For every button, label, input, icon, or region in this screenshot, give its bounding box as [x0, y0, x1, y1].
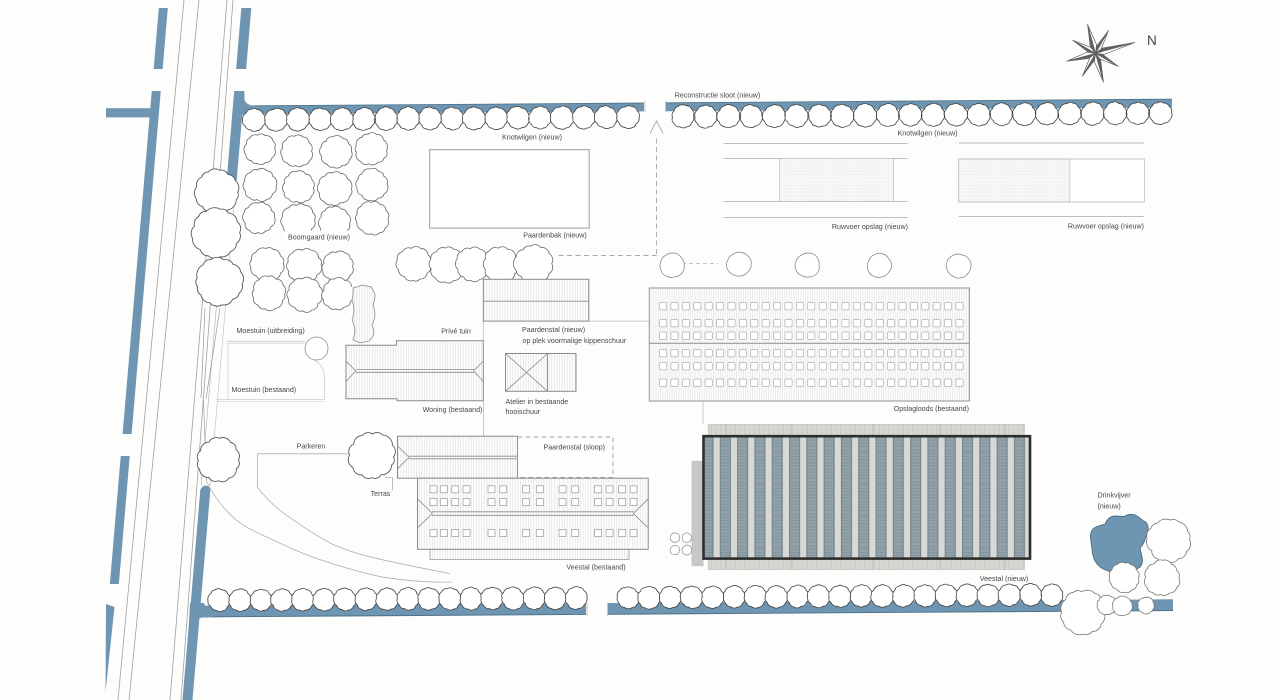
- svg-text:N: N: [1147, 33, 1157, 48]
- svg-text:Moestuin (uitbreiding): Moestuin (uitbreiding): [237, 327, 305, 335]
- svg-text:Opslagloods (bestaand): Opslagloods (bestaand): [894, 405, 969, 413]
- svg-text:Veestal (bestaand): Veestal (bestaand): [566, 564, 625, 572]
- svg-text:Paardenbak (nieuw): Paardenbak (nieuw): [523, 232, 587, 240]
- svg-text:op plek voormalige kippenschuu: op plek voormalige kippenschuur: [523, 337, 627, 345]
- svg-text:Terras: Terras: [371, 490, 391, 498]
- svg-text:Veestal (nieuw): Veestal (nieuw): [980, 575, 1029, 583]
- svg-text:Ruwvoer opslag (nieuw): Ruwvoer opslag (nieuw): [832, 223, 908, 231]
- svg-text:hooischuur: hooischuur: [506, 408, 541, 416]
- svg-text:(nieuw): (nieuw): [1098, 503, 1121, 511]
- svg-text:Knotwilgen (nieuw): Knotwilgen (nieuw): [502, 134, 562, 142]
- svg-text:Paardenstal (sloop): Paardenstal (sloop): [544, 444, 606, 452]
- svg-text:Privé tuin: Privé tuin: [441, 328, 471, 336]
- svg-text:Atelier in bestaande: Atelier in bestaande: [506, 398, 569, 406]
- svg-text:Knotwilgen (nieuw): Knotwilgen (nieuw): [898, 130, 958, 138]
- svg-text:Ruwvoer opslag (nieuw): Ruwvoer opslag (nieuw): [1068, 223, 1144, 231]
- svg-text:Reconstructie sloot (nieuw): Reconstructie sloot (nieuw): [675, 92, 761, 100]
- svg-text:Woning (bestaand): Woning (bestaand): [423, 406, 483, 414]
- svg-text:Paardenstal (nieuw): Paardenstal (nieuw): [522, 326, 585, 334]
- svg-text:Parkeren: Parkeren: [297, 443, 326, 451]
- svg-text:Boomgaard (nieuw): Boomgaard (nieuw): [288, 234, 350, 242]
- svg-text:Drinkvijver: Drinkvijver: [1098, 492, 1132, 500]
- svg-text:Moestuin (bestaand): Moestuin (bestaand): [232, 386, 297, 394]
